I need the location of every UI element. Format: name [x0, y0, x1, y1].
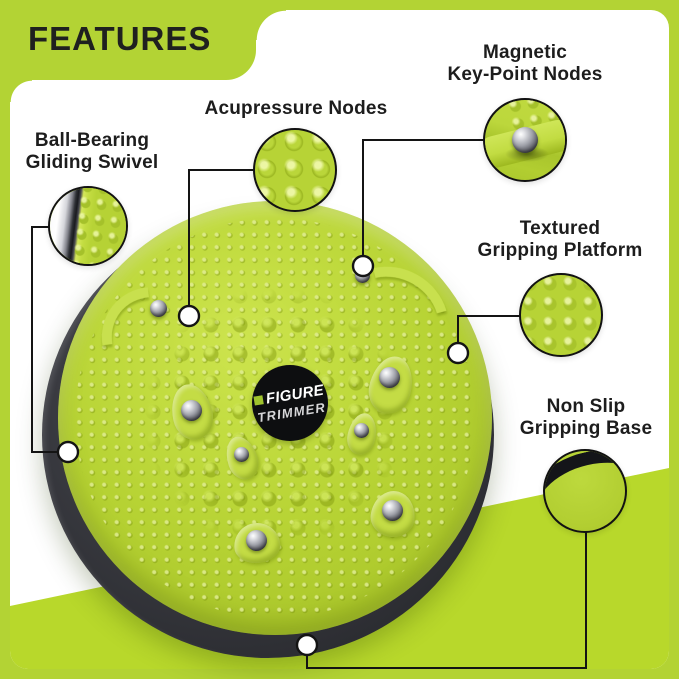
zoom-circle-ball-bearing: [48, 186, 128, 266]
label-textured: Textured Gripping Platform: [450, 218, 670, 261]
magnet-steel-ball-detail: [512, 127, 538, 153]
label-acupressure: Acupressure Nodes: [186, 98, 406, 120]
label-line: Gripping Base: [519, 417, 653, 439]
zoom-circle-non-slip: [543, 449, 627, 533]
label-line: Non Slip: [546, 396, 626, 417]
label-non-slip: Non Slip Gripping Base: [476, 396, 679, 439]
label-line: Ball-Bearing: [34, 130, 150, 151]
label-line: Magnetic: [483, 42, 567, 63]
magnet-steel-ball: [150, 300, 167, 317]
tab-corner-curve-left: [10, 80, 32, 102]
zoom-circle-textured: [519, 273, 603, 357]
features-header-tab: FEATURES: [0, 0, 256, 80]
brand-logo-text: FIGURE TRIMMER: [253, 381, 328, 425]
label-line: Acupressure Nodes: [204, 98, 388, 119]
label-line: Gliding Swivel: [25, 151, 159, 173]
magnet-steel-ball: [355, 268, 370, 283]
magnet-steel-ball: [181, 400, 202, 421]
non-slip-rubber-ring-detail: [545, 451, 625, 531]
label-line: Gripping Platform: [477, 239, 643, 261]
label-ball-bearing: Ball-Bearing Gliding Swivel: [12, 130, 172, 173]
brand-logo: FIGURE TRIMMER: [252, 365, 328, 441]
label-line: Key-Point Nodes: [447, 63, 603, 85]
magnet-steel-ball: [234, 447, 249, 462]
magnet-steel-ball: [354, 423, 369, 438]
zoom-circle-magnetic: [483, 98, 567, 182]
label-magnetic: Magnetic Key-Point Nodes: [415, 42, 635, 85]
zoom-circle-acupressure: [253, 128, 337, 212]
tab-corner-curve: [256, 10, 286, 40]
page-title: FEATURES: [28, 20, 212, 57]
label-line: Textured: [519, 218, 601, 239]
magnet-steel-ball: [379, 367, 400, 388]
swivel-bump-detail: [70, 188, 126, 264]
magnet-steel-ball: [382, 500, 403, 521]
magnet-steel-ball: [246, 530, 267, 551]
brand-square-icon: [253, 394, 264, 406]
